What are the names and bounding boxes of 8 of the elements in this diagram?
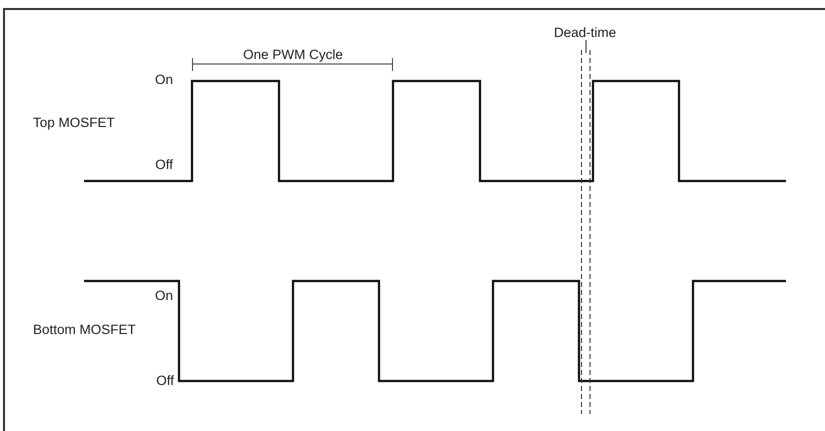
signal-label: Bottom MOSFET (33, 322, 136, 338)
dimension-label: One PWM Cycle (243, 47, 343, 63)
level-label: Off (155, 157, 173, 173)
signal-label: Top MOSFET (33, 115, 115, 131)
annotation-label: Dead-time (554, 25, 616, 41)
level-label: Off (156, 373, 174, 389)
level-label: On (154, 72, 173, 88)
level-label: On (154, 288, 173, 304)
